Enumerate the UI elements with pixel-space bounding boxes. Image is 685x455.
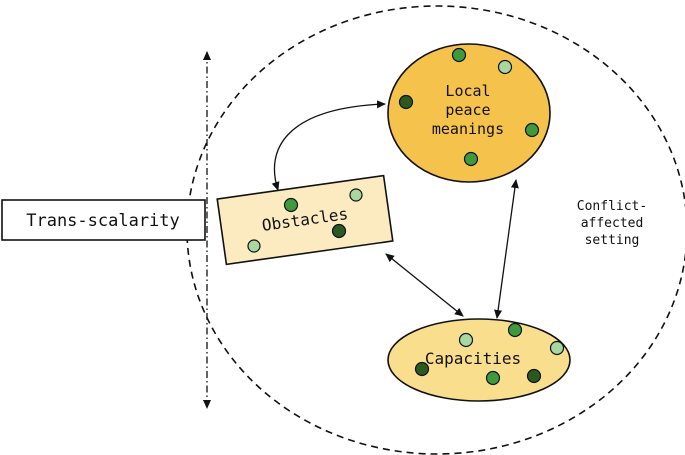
dot	[507, 322, 523, 338]
dot	[398, 94, 414, 110]
dot	[524, 122, 540, 138]
capacities-node	[387, 318, 571, 402]
setting-label-line3: setting	[585, 233, 640, 248]
local-peace-label-line3: meanings	[432, 120, 504, 138]
dot	[247, 239, 261, 253]
dot	[458, 332, 474, 348]
dot	[451, 47, 467, 63]
arrow-obstacles-capacities	[385, 253, 464, 317]
dot	[497, 59, 513, 75]
arrow-obstacles-local-peace	[271, 100, 386, 191]
dot	[485, 370, 501, 386]
dot	[414, 361, 430, 377]
local-peace-label-line1: Local	[445, 82, 490, 100]
dot	[463, 151, 479, 167]
local-peace-label-line2: peace	[445, 101, 490, 119]
dot	[526, 368, 542, 384]
dot	[349, 188, 363, 202]
dot	[283, 197, 299, 213]
dot	[331, 223, 347, 239]
trans-scalarity-box	[1, 199, 206, 241]
local-peace-meanings-node	[387, 43, 551, 183]
trans-scalarity-label: Trans-scalarity	[26, 211, 180, 231]
dot	[549, 340, 565, 356]
obstacles-node: Obstacles	[216, 174, 394, 266]
setting-label-line2: affected	[581, 216, 644, 231]
arrow-local-peace-capacities	[494, 179, 519, 319]
setting-label-line1: Conflict-	[577, 199, 647, 214]
capacities-label: Capacities	[425, 349, 521, 368]
